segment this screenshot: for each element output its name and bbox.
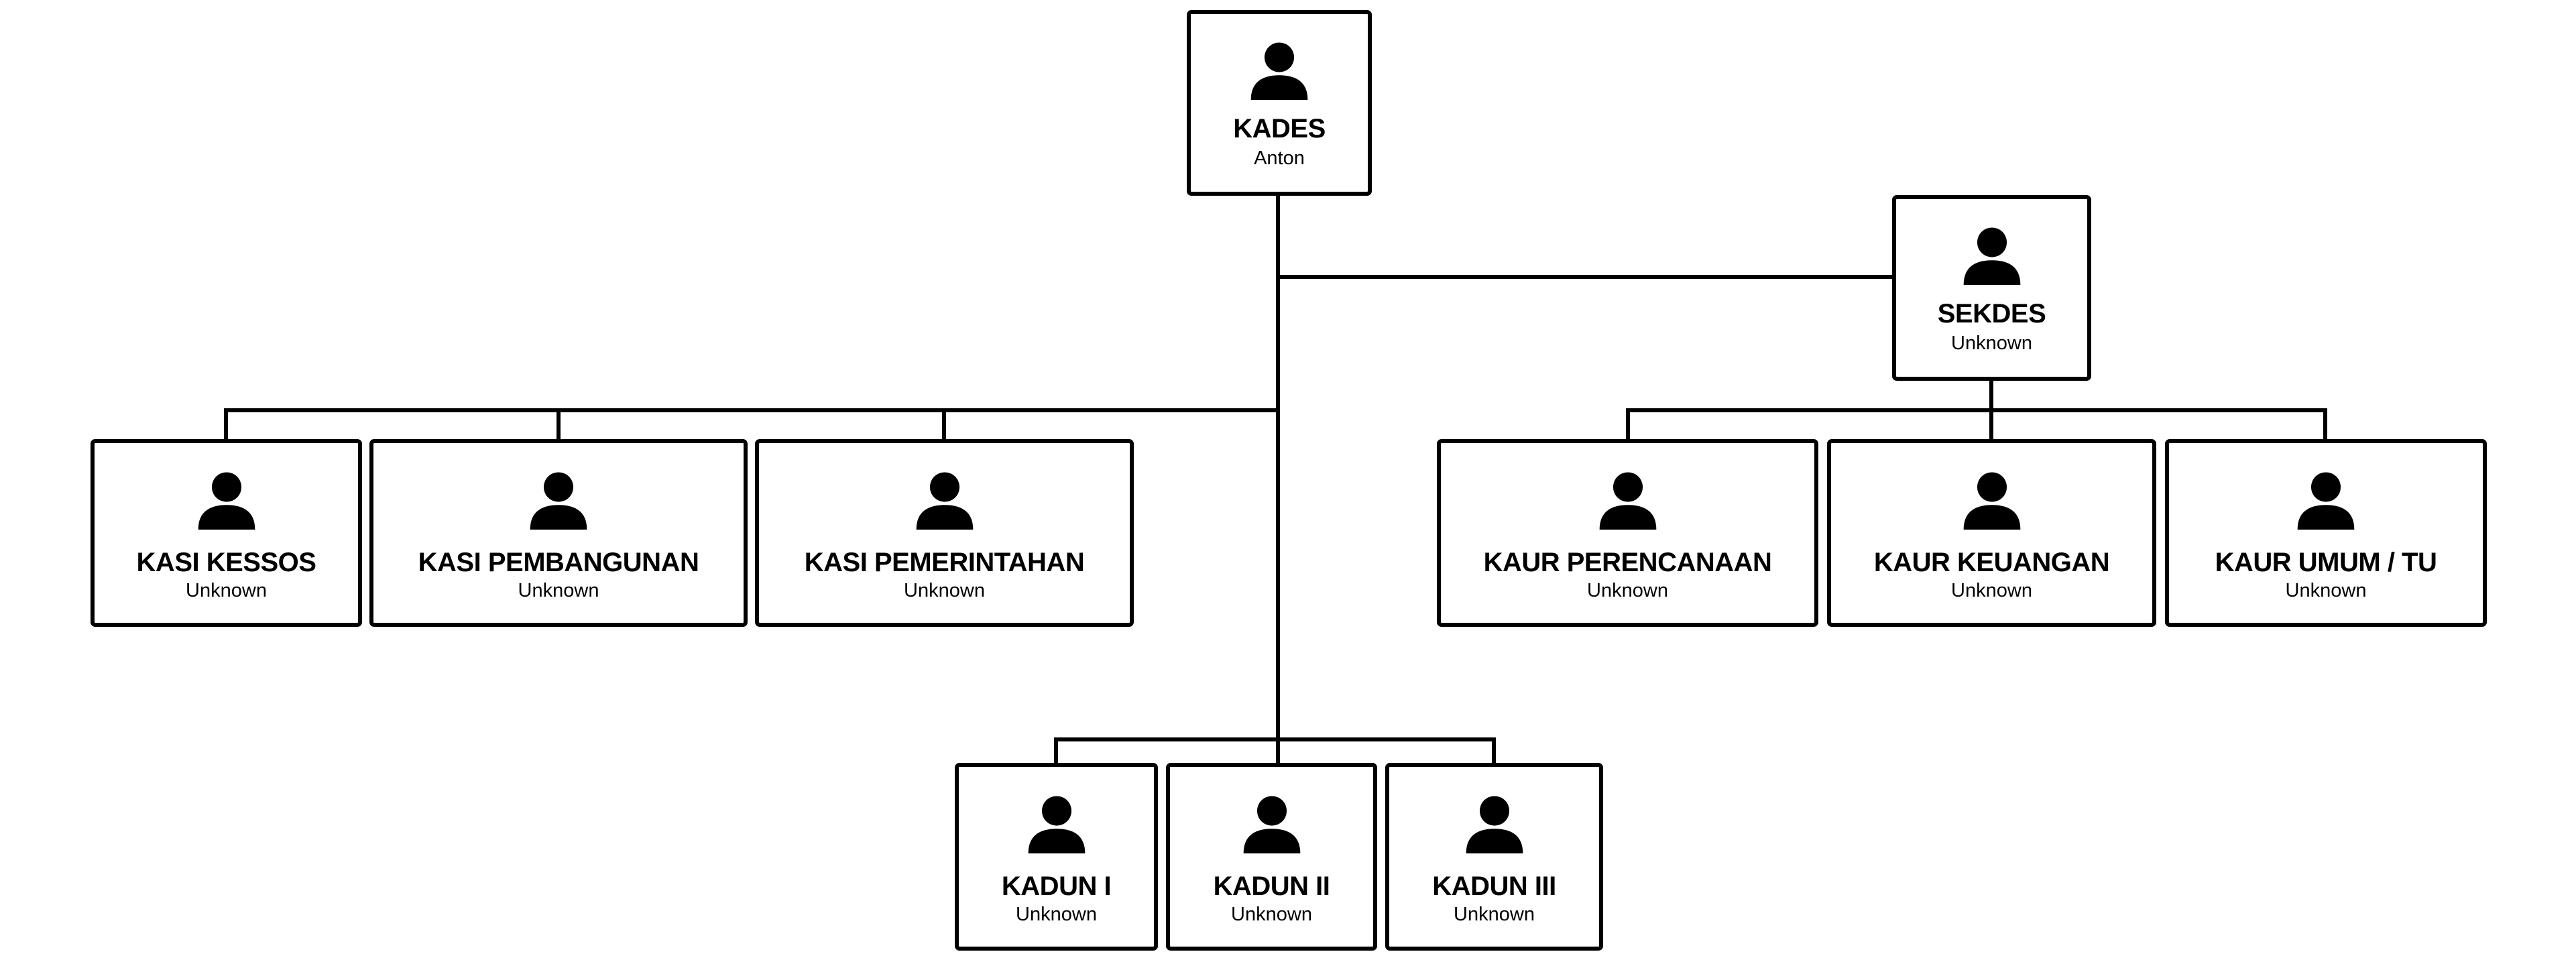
node-name: Unknown [904,580,985,601]
node-kadun-3[interactable]: KADUN III Unknown [1385,763,1603,951]
node-title: SEKDES [1937,299,2046,328]
node-name: Unknown [518,580,599,601]
person-icon [1026,792,1088,853]
node-name: Unknown [1454,904,1535,925]
node-title: KASI PEMERINTAHAN [804,548,1085,577]
person-icon [1961,468,2023,530]
node-title: KAUR PERENCANAAN [1483,548,1772,577]
node-kadun-1[interactable]: KADUN I Unknown [955,763,1158,951]
node-title: KADES [1233,114,1326,143]
node-kaur-umum-tu[interactable]: KAUR UMUM / TU Unknown [2165,439,2487,627]
node-title: KADUN II [1213,872,1330,901]
person-icon [1248,38,1310,100]
person-icon [2295,468,2357,530]
node-name: Unknown [1951,333,2032,354]
node-kasi-pembangunan[interactable]: KASI PEMBANGUNAN Unknown [369,439,748,627]
node-kasi-pemerintahan[interactable]: KASI PEMERINTAHAN Unknown [755,439,1134,627]
node-sekdes[interactable]: SEKDES Unknown [1892,195,2091,381]
node-kadun-2[interactable]: KADUN II Unknown [1166,763,1377,951]
node-name: Unknown [1231,904,1312,925]
node-kasi-kessos[interactable]: KASI KESSOS Unknown [91,439,362,627]
node-kades[interactable]: KADES Anton [1187,10,1372,196]
node-name: Unknown [2285,580,2367,601]
node-kaur-perencanaan[interactable]: KAUR PERENCANAAN Unknown [1437,439,1818,627]
node-title: KASI KESSOS [136,548,316,577]
person-icon [914,468,976,530]
node-name: Anton [1254,147,1305,169]
person-icon [196,468,257,530]
node-name: Unknown [1951,580,2032,601]
person-icon [1241,792,1303,853]
person-icon [1961,223,2023,285]
node-name: Unknown [186,580,267,601]
node-title: KAUR UMUM / TU [2215,548,2437,577]
node-title: KADUN I [1001,872,1112,901]
person-icon [528,468,589,530]
person-icon [1464,792,1525,853]
node-name: Unknown [1016,904,1097,925]
node-title: KADUN III [1432,872,1556,901]
node-title: KAUR KEUANGAN [1873,548,2110,577]
person-icon [1597,468,1659,530]
node-title: KASI PEMBANGUNAN [418,548,699,577]
node-kaur-keuangan[interactable]: KAUR KEUANGAN Unknown [1827,439,2156,627]
node-name: Unknown [1587,580,1668,601]
